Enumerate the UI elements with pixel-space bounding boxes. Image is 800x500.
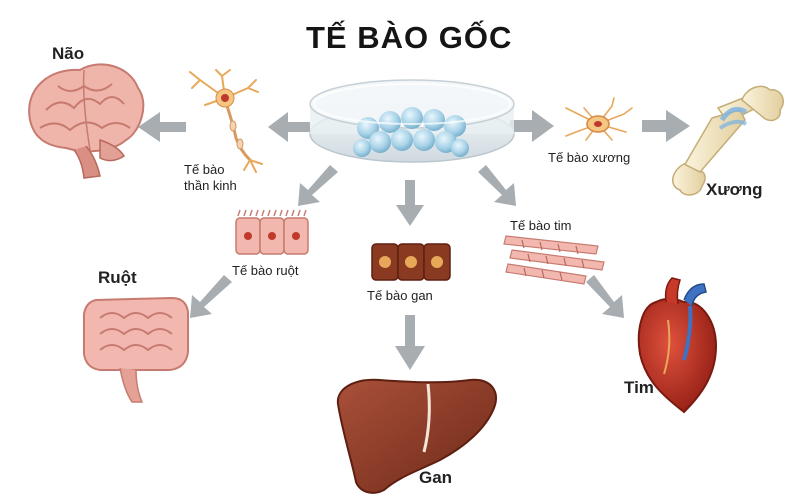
bone-cell-image [565, 97, 633, 141]
heart-image [637, 277, 718, 414]
label-nerve-cell-line1: Tế bào [184, 162, 225, 177]
label-bone-cell: Tế bào xương [548, 150, 631, 165]
liver-image [336, 378, 497, 494]
nerve-cell-image [189, 69, 263, 173]
label-liver: Gan [419, 468, 453, 487]
intestine-cell-image [235, 209, 309, 255]
brain-image [28, 63, 145, 179]
label-heart: Tim [624, 378, 654, 397]
label-heart-cell: Tế bào tim [510, 218, 572, 233]
arrow-to-nerve-cell [268, 112, 310, 142]
label-intestine-cell: Tế bào ruột [232, 263, 299, 278]
arrow-to-heart [586, 275, 624, 318]
label-nerve-cell-line2: thần kinh [184, 178, 237, 193]
label-bone: Xương [706, 180, 763, 199]
arrow-to-bone [642, 110, 690, 142]
arrow-to-bone-cell [510, 110, 554, 142]
label-nerve-cell: Tế bào thần kinh [184, 162, 237, 194]
label-liver-cell: Tế bào gan [367, 288, 433, 303]
arrow-to-liver-cell [396, 180, 424, 226]
stem-cells [353, 107, 469, 157]
arrow-to-heart-cell [478, 165, 516, 206]
label-intestine: Ruột [98, 268, 137, 287]
arrow-to-intestine [190, 275, 232, 318]
intestine-image [83, 296, 189, 403]
arrow-to-liver [395, 315, 425, 370]
arrows [138, 110, 690, 370]
label-brain: Não [52, 44, 85, 63]
diagram-title: TẾ BÀO GỐC [306, 20, 513, 55]
bone-image [672, 85, 784, 196]
petri-dish [309, 79, 515, 163]
heart-cell-image [503, 235, 605, 285]
arrow-to-brain [138, 112, 186, 142]
arrow-to-intestine-cell [298, 165, 338, 206]
liver-cell-image [371, 243, 451, 281]
